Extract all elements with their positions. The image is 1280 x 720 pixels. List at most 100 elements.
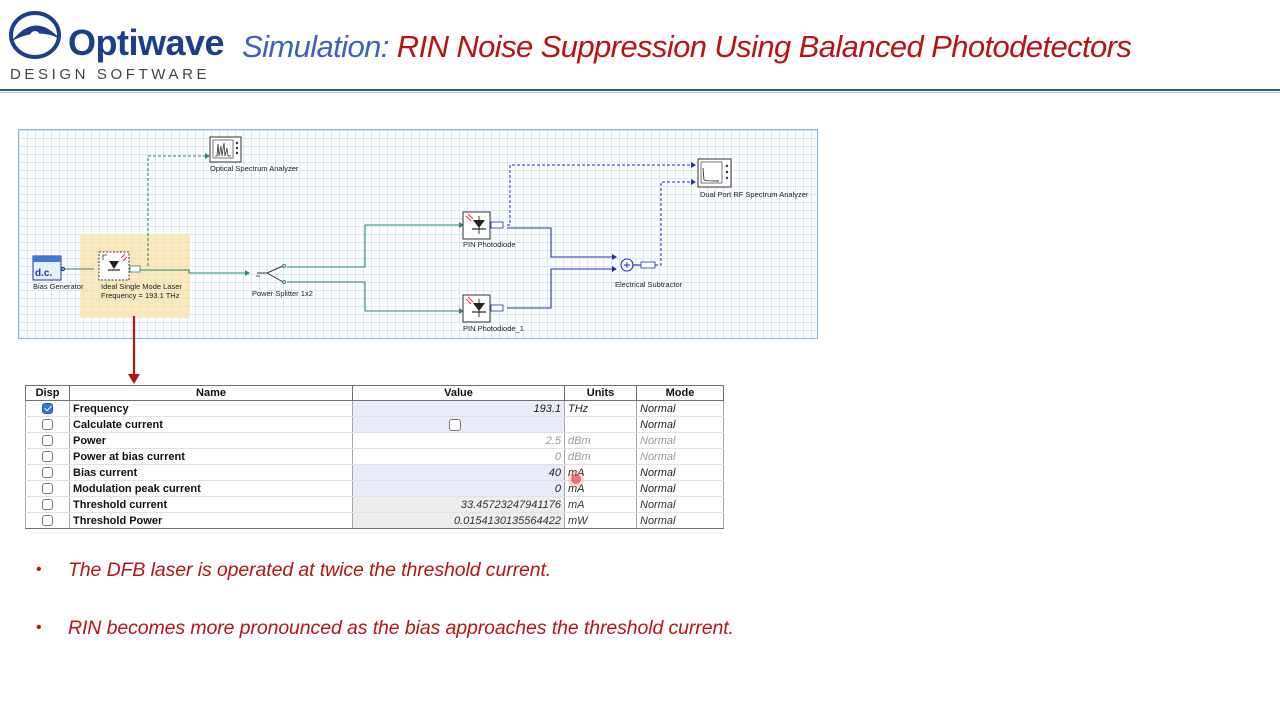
table-row[interactable]: Frequency 193.1 THz Normal (25, 400, 724, 417)
laser-parameter-table: Disp Name Value Units Mode Frequency 193… (25, 385, 724, 529)
pin-photodiode-label: PIN Photodiode (463, 240, 516, 249)
disp-checkbox[interactable] (42, 515, 53, 527)
param-mode: Normal (636, 432, 724, 449)
table-row[interactable]: Power at bias current 0 dBm Normal (25, 448, 724, 465)
param-units: mW (564, 512, 637, 529)
header-divider-shadow (0, 92, 1280, 93)
param-mode[interactable]: Normal (636, 464, 724, 481)
param-name: Frequency (69, 400, 353, 417)
table-row[interactable]: Modulation peak current 0 mA Normal (25, 480, 724, 497)
bullet-marker: • (36, 619, 42, 636)
optical-spectrum-analyzer-label: Optical Spectrum Analyzer (210, 164, 299, 173)
pin-photodiode-1-icon (462, 294, 504, 323)
bullet-list: • The DFB laser is operated at twice the… (36, 558, 734, 674)
disp-cell[interactable] (25, 496, 70, 513)
laser-selection-highlight (80, 234, 190, 318)
param-mode[interactable]: Normal (636, 416, 724, 433)
disp-cell[interactable] (25, 464, 70, 481)
bullet-text: RIN becomes more pronounced as the bias … (68, 617, 734, 639)
monitor-wires (147, 155, 691, 266)
param-name: Calculate current (69, 416, 353, 433)
disp-checkbox[interactable] (42, 499, 53, 511)
param-mode[interactable]: Normal (636, 480, 724, 497)
table-header-row: Disp Name Value Units Mode (25, 385, 724, 401)
bias-generator-icon: d.c. (32, 255, 66, 281)
param-units: mA (564, 480, 637, 497)
param-value[interactable] (352, 416, 565, 433)
rf-spectrum-analyzer-icon (697, 158, 732, 188)
laser-frequency-label: Frequency = 193.1 THz (101, 291, 180, 300)
param-name: Power at bias current (69, 448, 353, 465)
param-units: dBm (564, 432, 637, 449)
col-header-name[interactable]: Name (69, 385, 353, 401)
disp-checkbox[interactable] (42, 419, 53, 431)
param-value[interactable]: 193.1 (352, 400, 565, 417)
param-name: Power (69, 432, 353, 449)
optical-spectrum-analyzer-icon (209, 136, 242, 163)
param-units: dBm (564, 448, 637, 465)
param-name: Modulation peak current (69, 480, 353, 497)
param-name: Bias current (69, 464, 353, 481)
param-mode[interactable]: Normal (636, 400, 724, 417)
mouse-cursor-highlight (571, 474, 581, 484)
optiwave-logo: Optiwave DESIGN SOFTWARE (8, 5, 225, 87)
optical-wires (59, 224, 459, 312)
param-units: THz (564, 400, 637, 417)
col-header-units[interactable]: Units (564, 385, 637, 401)
param-units (564, 416, 637, 433)
param-mode: Normal (636, 512, 724, 529)
disp-checkbox[interactable] (42, 483, 53, 495)
param-value: 0 (352, 448, 565, 465)
power-splitter-label: Power Splitter 1x2 (252, 289, 313, 298)
col-header-disp[interactable]: Disp (25, 385, 70, 401)
disp-cell[interactable] (25, 400, 70, 417)
svg-text:d.c.: d.c. (35, 268, 52, 279)
optiwave-eye-icon (9, 11, 61, 59)
param-value: 2.5 (352, 432, 565, 449)
disp-checkbox[interactable] (42, 435, 53, 447)
param-value[interactable]: 0 (352, 480, 565, 497)
bias-generator-label: Bias Generator (33, 282, 84, 291)
table-row[interactable]: Calculate current Normal (25, 416, 724, 433)
logo-wordmark: Optiwave (68, 22, 225, 63)
table-row[interactable]: Threshold Power 0.0154130135564422 mW No… (25, 512, 724, 529)
disp-cell[interactable] (25, 512, 70, 529)
bullet-marker: • (36, 561, 42, 578)
title-prefix: Simulation: (242, 29, 389, 64)
electrical-subtractor-label: Electrical Subtractor (615, 280, 683, 289)
param-value: 0.0154130135564422 (352, 512, 565, 529)
disp-checkbox[interactable] (42, 451, 53, 463)
calculate-current-checkbox[interactable] (449, 418, 461, 431)
schematic-wiring: d.c. (32, 136, 732, 323)
col-header-mode[interactable]: Mode (636, 385, 724, 401)
param-units: mA (564, 496, 637, 513)
bullet-text: The DFB laser is operated at twice the t… (68, 559, 552, 581)
table-row[interactable]: Bias current 40 mA Normal (25, 464, 724, 481)
table-row[interactable]: Threshold current 33.45723247941176 mA N… (25, 496, 724, 513)
param-name: Threshold current (69, 496, 353, 513)
param-value: 33.45723247941176 (352, 496, 565, 513)
electrical-subtractor-icon (620, 258, 656, 272)
slide-title: Simulation: RIN Noise Suppression Using … (242, 28, 1132, 65)
logo-tagline: DESIGN SOFTWARE (10, 66, 211, 83)
disp-cell[interactable] (25, 432, 70, 449)
disp-cell[interactable] (25, 416, 70, 433)
param-name: Threshold Power (69, 512, 353, 529)
title-main: RIN Noise Suppression Using Balanced Pho… (396, 29, 1132, 64)
power-splitter-icon (256, 264, 286, 284)
table-row[interactable]: Power 2.5 dBm Normal (25, 432, 724, 449)
rf-spectrum-analyzer-label: Dual Port RF Spectrum Analyzer (700, 190, 809, 199)
disp-cell[interactable] (25, 480, 70, 497)
electrical-wires (507, 227, 641, 309)
laser-name-label: Ideal Single Mode Laser (101, 282, 182, 291)
system-layout-canvas[interactable]: d.c. (18, 129, 818, 339)
laser-icon (98, 251, 141, 281)
param-value[interactable]: 40 (352, 464, 565, 481)
disp-checkbox[interactable] (42, 467, 53, 479)
pin-photodiode-icon (462, 211, 504, 240)
header-divider (0, 89, 1280, 91)
disp-cell[interactable] (25, 448, 70, 465)
disp-checkbox[interactable] (42, 403, 53, 415)
param-mode: Normal (636, 496, 724, 513)
col-header-value[interactable]: Value (352, 385, 565, 401)
